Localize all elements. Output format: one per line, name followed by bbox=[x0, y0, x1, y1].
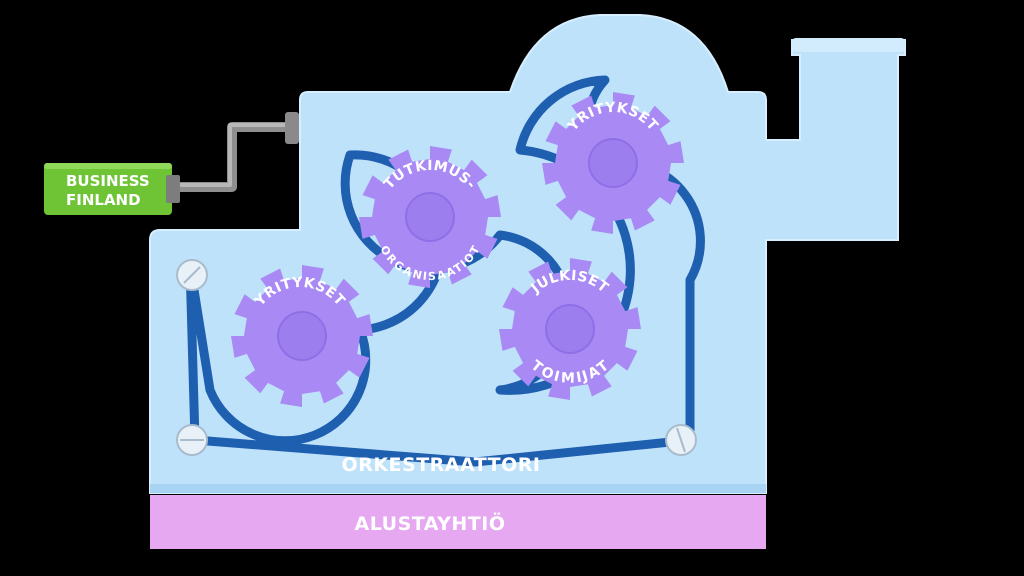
business-finland-label-line2: FINLAND bbox=[66, 191, 141, 209]
pulley-bottom-right bbox=[666, 425, 696, 455]
pulley-top-left bbox=[177, 260, 207, 290]
platform-label: ALUSTAYHTIÖ bbox=[355, 511, 506, 535]
business-finland-label-line1: BUSINESS bbox=[66, 172, 150, 190]
business-finland-badge: BUSINESS FINLAND bbox=[44, 163, 180, 215]
pulley-bottom-left bbox=[177, 425, 207, 455]
machine-body bbox=[150, 15, 905, 493]
orchestrator-label: ORKESTRAATTORI bbox=[342, 454, 541, 476]
crank-handle bbox=[172, 112, 299, 187]
platform-base: ALUSTAYHTIÖ bbox=[150, 495, 766, 549]
